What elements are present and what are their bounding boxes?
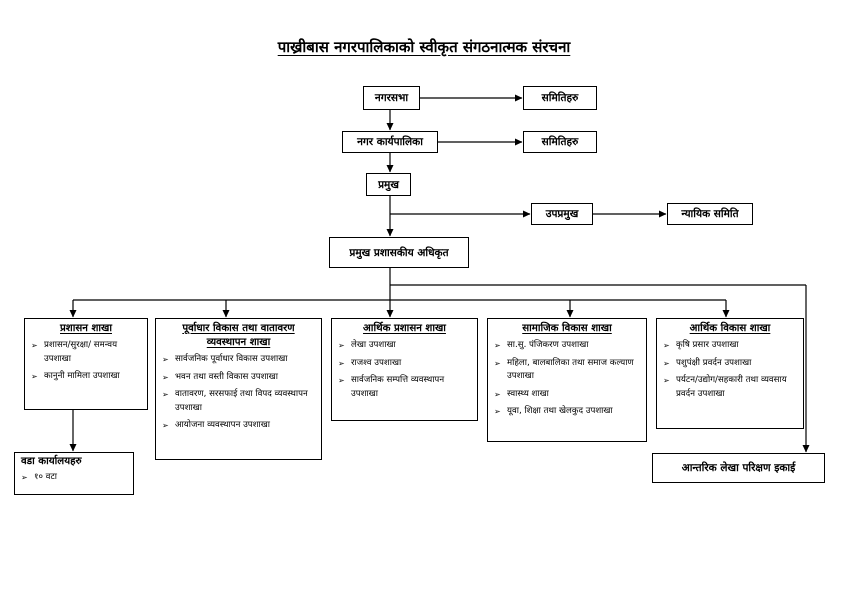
branch-infra: पूर्वाधार विकास तथा वातावरण व्यवस्थापन श… [155, 318, 322, 460]
arrow-bullet-icon: ➢ [338, 376, 345, 385]
box-nyayik-samiti: न्यायिक समिति [667, 203, 753, 225]
arrow-bullet-icon: ➢ [494, 389, 501, 399]
box-nagarsabha: नगरसभा [363, 86, 420, 110]
arrow-bullet-icon: ➢ [494, 407, 501, 416]
box-cao: प्रमुख प्रशासकीय अधिकृत [329, 237, 469, 268]
list-item: ➢पर्यटन/उद्योग/सहकारी तथा व्यवसाय प्रवर्… [663, 375, 787, 399]
box-samiti-2: समितिहरु [523, 131, 597, 153]
branch-admin-heading: प्रशासन शाखा [60, 323, 112, 334]
arrow-bullet-icon: ➢ [162, 372, 169, 382]
branch-admin: प्रशासन शाखा ➢प्रशासन/सुरक्षा/ समन्वय उप… [24, 318, 148, 410]
list-item: ➢स्वास्थ्य शाखा [494, 388, 640, 402]
arrow-bullet-icon: ➢ [31, 341, 38, 350]
list-item: ➢भवन तथा वस्ती विकास उपशाखा [162, 371, 315, 385]
arrow-bullet-icon: ➢ [162, 355, 169, 364]
list-item: ➢राजश्व उपशाखा [338, 357, 471, 371]
box-samiti-1: समितिहरु [523, 86, 597, 110]
list-item: ➢लेखा उपशाखा [338, 339, 471, 353]
list-item: ➢सार्वजनिक सम्पत्ति व्यवस्थापन उपशाखा [338, 375, 445, 399]
arrow-bullet-icon: ➢ [31, 372, 38, 381]
arrow-bullet-icon: ➢ [663, 358, 670, 368]
list-item: ➢महिला, बालबालिका तथा समाज कल्याण उपशाखा [494, 357, 634, 382]
page-title: पाख्रीबास नगरपालिकाको स्वीकृत संगठनात्मक… [277, 38, 571, 56]
branch-infra-heading: पूर्वाधार विकास तथा वातावरण व्यवस्थापन श… [182, 323, 295, 348]
arrow-bullet-icon: ➢ [494, 358, 501, 368]
list-item: ➢वातावरण, सरसफाई तथा विपद व्यवस्थापन उपश… [162, 389, 308, 413]
arrow-bullet-icon: ➢ [338, 358, 345, 368]
box-upapramukh: उपप्रमुख [531, 203, 593, 225]
arrow-bullet-icon: ➢ [21, 473, 28, 482]
arrow-bullet-icon: ➢ [494, 341, 501, 350]
branch-finance-admin-heading: आर्थिक प्रशासन शाखा [363, 323, 446, 334]
list-item: ➢पशुपंक्षी प्रवर्दन उपशाखा [663, 357, 797, 371]
box-nagar-karyapalika: नगर कार्यपालिका [342, 131, 438, 153]
branch-economic-heading: आर्थिक विकास शाखा [689, 323, 771, 334]
list-item: ➢यूवा, शिक्षा तथा खेलकुद उपशाखा [494, 405, 640, 419]
list-item: ➢सा.सु. पंजिकरण उपशाखा [494, 339, 640, 353]
arrow-bullet-icon: ➢ [162, 421, 169, 430]
branch-social: सामाजिक विकास शाखा ➢सा.सु. पंजिकरण उपशाख… [487, 318, 647, 442]
branch-finance-admin: आर्थिक प्रशासन शाखा ➢लेखा उपशाखा ➢राजश्व… [331, 318, 478, 421]
list-item: ➢कानुनी मामिला उपशाखा [31, 370, 141, 384]
arrow-bullet-icon: ➢ [663, 341, 670, 350]
arrow-bullet-icon: ➢ [663, 376, 670, 385]
list-item: ➢कृषि प्रसार उपशाखा [663, 339, 797, 353]
list-item: ➢सार्वजनिक पूर्वाधार विकास उपशाखा [162, 353, 315, 367]
list-item: ➢१० वटा [21, 471, 127, 485]
box-internal-audit: आन्तरिक लेखा परिक्षण इकाई [652, 453, 825, 483]
branch-economic: आर्थिक विकास शाखा ➢कृषि प्रसार उपशाखा ➢प… [656, 318, 804, 429]
branch-social-heading: सामाजिक विकास शाखा [522, 323, 612, 334]
list-item: ➢प्रशासन/सुरक्षा/ समन्वय उपशाखा [31, 340, 118, 364]
box-pramukh: प्रमुख [366, 173, 411, 196]
arrow-bullet-icon: ➢ [162, 390, 169, 399]
branch-ward: वडा कार्यालयहरु ➢१० वटा [14, 452, 134, 495]
branch-ward-heading: वडा कार्यालयहरु [21, 456, 82, 467]
arrow-bullet-icon: ➢ [338, 341, 345, 350]
list-item: ➢आयोजना व्यवस्थापन उपशाखा [162, 419, 315, 433]
